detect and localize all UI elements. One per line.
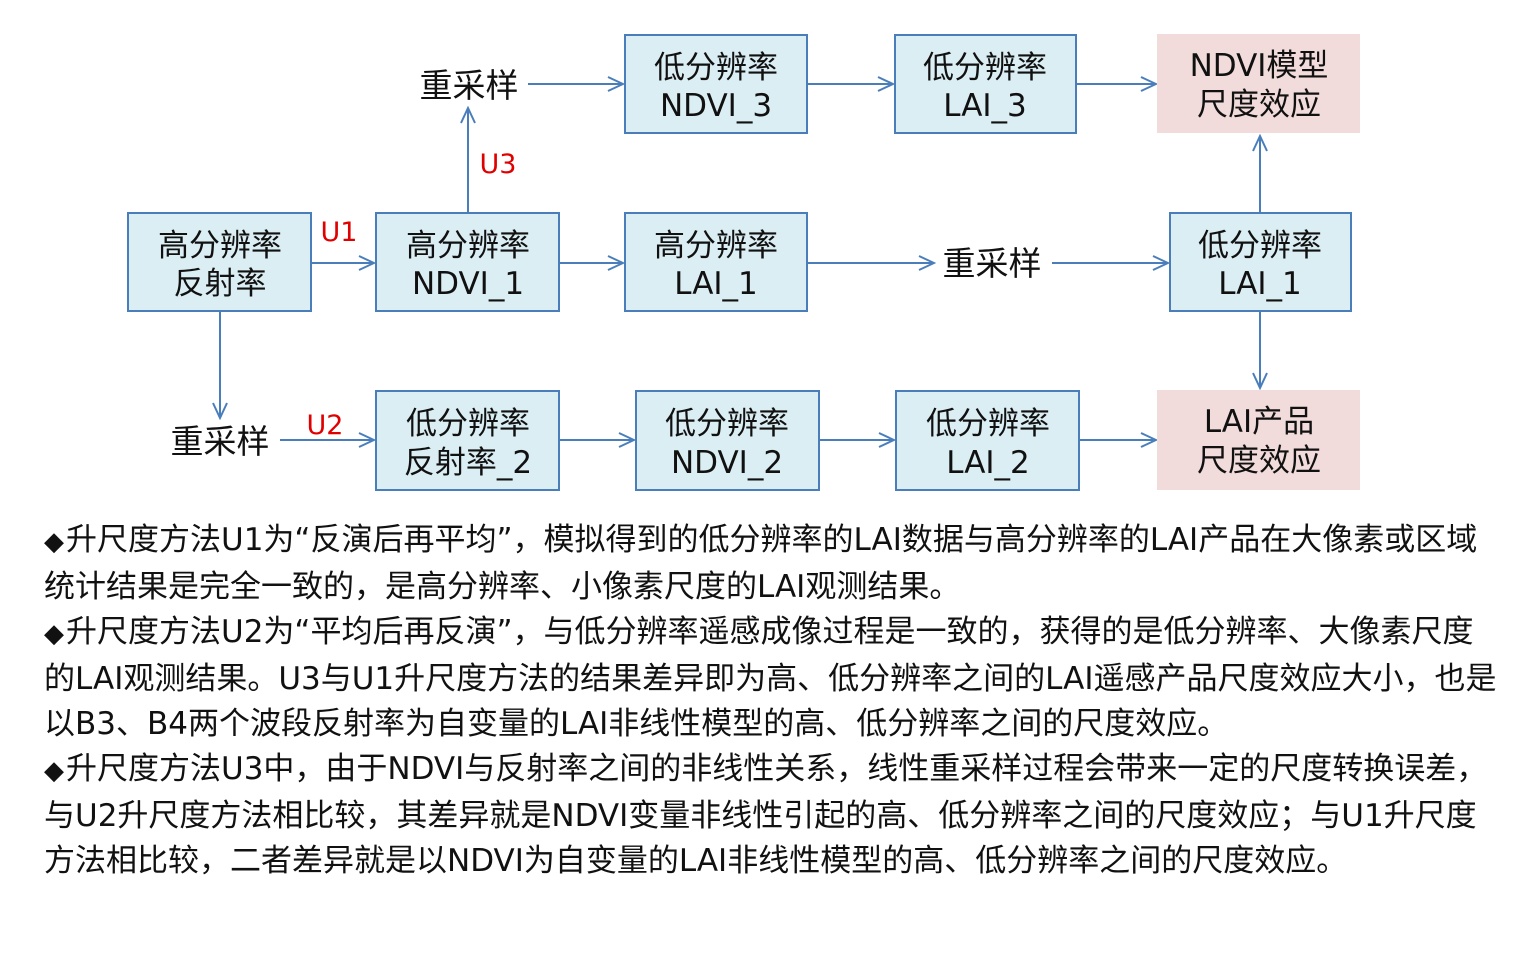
label-resample-bottom: 重采样 [171, 422, 270, 461]
node-lai-product-scale-effect-line1: LAI产品 [1204, 404, 1314, 440]
node-hires-ndvi1: 高分辨率 NDVI_1 [375, 212, 560, 312]
explanation-notes: ◆升尺度方法U1为“反演后再平均”，模拟得到的低分辨率的LAI数据与高分辨率的L… [44, 518, 1504, 884]
node-lowres-lai3: 低分辨率 LAI_3 [894, 34, 1077, 134]
node-ndvi-model-scale-effect-line2: 尺度效应 [1197, 87, 1321, 123]
note-u2-bullet: ◆ [44, 619, 64, 649]
node-lowres-lai3-line2: LAI_3 [943, 88, 1027, 124]
node-lowres-ndvi2-line1: 低分辨率 [665, 406, 789, 442]
node-hires-reflectance-line2: 反射率 [174, 266, 267, 302]
note-u1-text: 升尺度方法U1为“反演后再平均”，模拟得到的低分辨率的LAI数据与高分辨率的LA… [44, 522, 1478, 605]
node-lowres-ndvi2-line2: NDVI_2 [671, 445, 783, 481]
node-hires-lai1-line2: LAI_1 [674, 266, 758, 302]
node-lowres-lai1-line1: 低分辨率 [1198, 228, 1322, 264]
label-method-u3: U3 [480, 149, 517, 180]
label-resample-top: 重采样 [420, 66, 519, 105]
node-lowres-ndvi3-line1: 低分辨率 [654, 50, 778, 86]
node-lowres-lai2-line1: 低分辨率 [926, 406, 1050, 442]
node-lowres-lai2: 低分辨率 LAI_2 [895, 390, 1080, 491]
note-u3-text: 升尺度方法U3中，由于NDVI与反射率之间的非线性关系，线性重采样过程会带来一定… [44, 751, 1488, 879]
note-u3-bullet: ◆ [44, 756, 64, 786]
node-lowres-reflectance2-line2: 反射率_2 [404, 445, 532, 481]
node-hires-lai1-line1: 高分辨率 [654, 228, 778, 264]
node-lai-product-scale-effect-line2: 尺度效应 [1197, 443, 1321, 479]
node-lai-product-scale-effect: LAI产品 尺度效应 [1157, 390, 1360, 490]
node-ndvi-model-scale-effect-line1: NDVI模型 [1190, 48, 1329, 84]
node-lowres-ndvi2: 低分辨率 NDVI_2 [635, 390, 820, 491]
label-method-u2: U2 [307, 410, 344, 441]
node-lowres-lai1: 低分辨率 LAI_1 [1169, 212, 1352, 312]
node-hires-ndvi1-line2: NDVI_1 [412, 266, 524, 302]
node-lowres-reflectance2: 低分辨率 反射率_2 [375, 390, 560, 491]
note-u1: ◆升尺度方法U1为“反演后再平均”，模拟得到的低分辨率的LAI数据与高分辨率的L… [44, 518, 1504, 610]
upscaling-flow-diagram: 高分辨率 反射率 高分辨率 NDVI_1 高分辨率 LAI_1 低分辨率 LAI… [127, 34, 1360, 491]
note-u3: ◆升尺度方法U3中，由于NDVI与反射率之间的非线性关系，线性重采样过程会带来一… [44, 747, 1504, 884]
node-lowres-lai2-line2: LAI_2 [946, 445, 1030, 481]
node-hires-lai1: 高分辨率 LAI_1 [624, 212, 808, 312]
node-ndvi-model-scale-effect: NDVI模型 尺度效应 [1157, 34, 1360, 133]
node-hires-reflectance-line1: 高分辨率 [158, 228, 282, 264]
note-u2-text: 升尺度方法U2为“平均后再反演”，与低分辨率遥感成像过程是一致的，获得的是低分辨… [44, 614, 1497, 742]
edges [220, 84, 1260, 440]
node-lowres-ndvi3-line2: NDVI_3 [660, 88, 772, 124]
node-lowres-lai1-line2: LAI_1 [1218, 266, 1302, 302]
label-method-u1: U1 [321, 217, 358, 248]
note-u2: ◆升尺度方法U2为“平均后再反演”，与低分辨率遥感成像过程是一致的，获得的是低分… [44, 610, 1504, 747]
node-lowres-lai3-line1: 低分辨率 [923, 50, 1047, 86]
note-u1-bullet: ◆ [44, 527, 64, 557]
label-resample-middle: 重采样 [943, 244, 1042, 283]
node-hires-ndvi1-line1: 高分辨率 [406, 228, 530, 264]
node-hires-reflectance: 高分辨率 反射率 [127, 212, 312, 312]
node-lowres-reflectance2-line1: 低分辨率 [406, 406, 530, 442]
node-lowres-ndvi3: 低分辨率 NDVI_3 [624, 34, 808, 134]
